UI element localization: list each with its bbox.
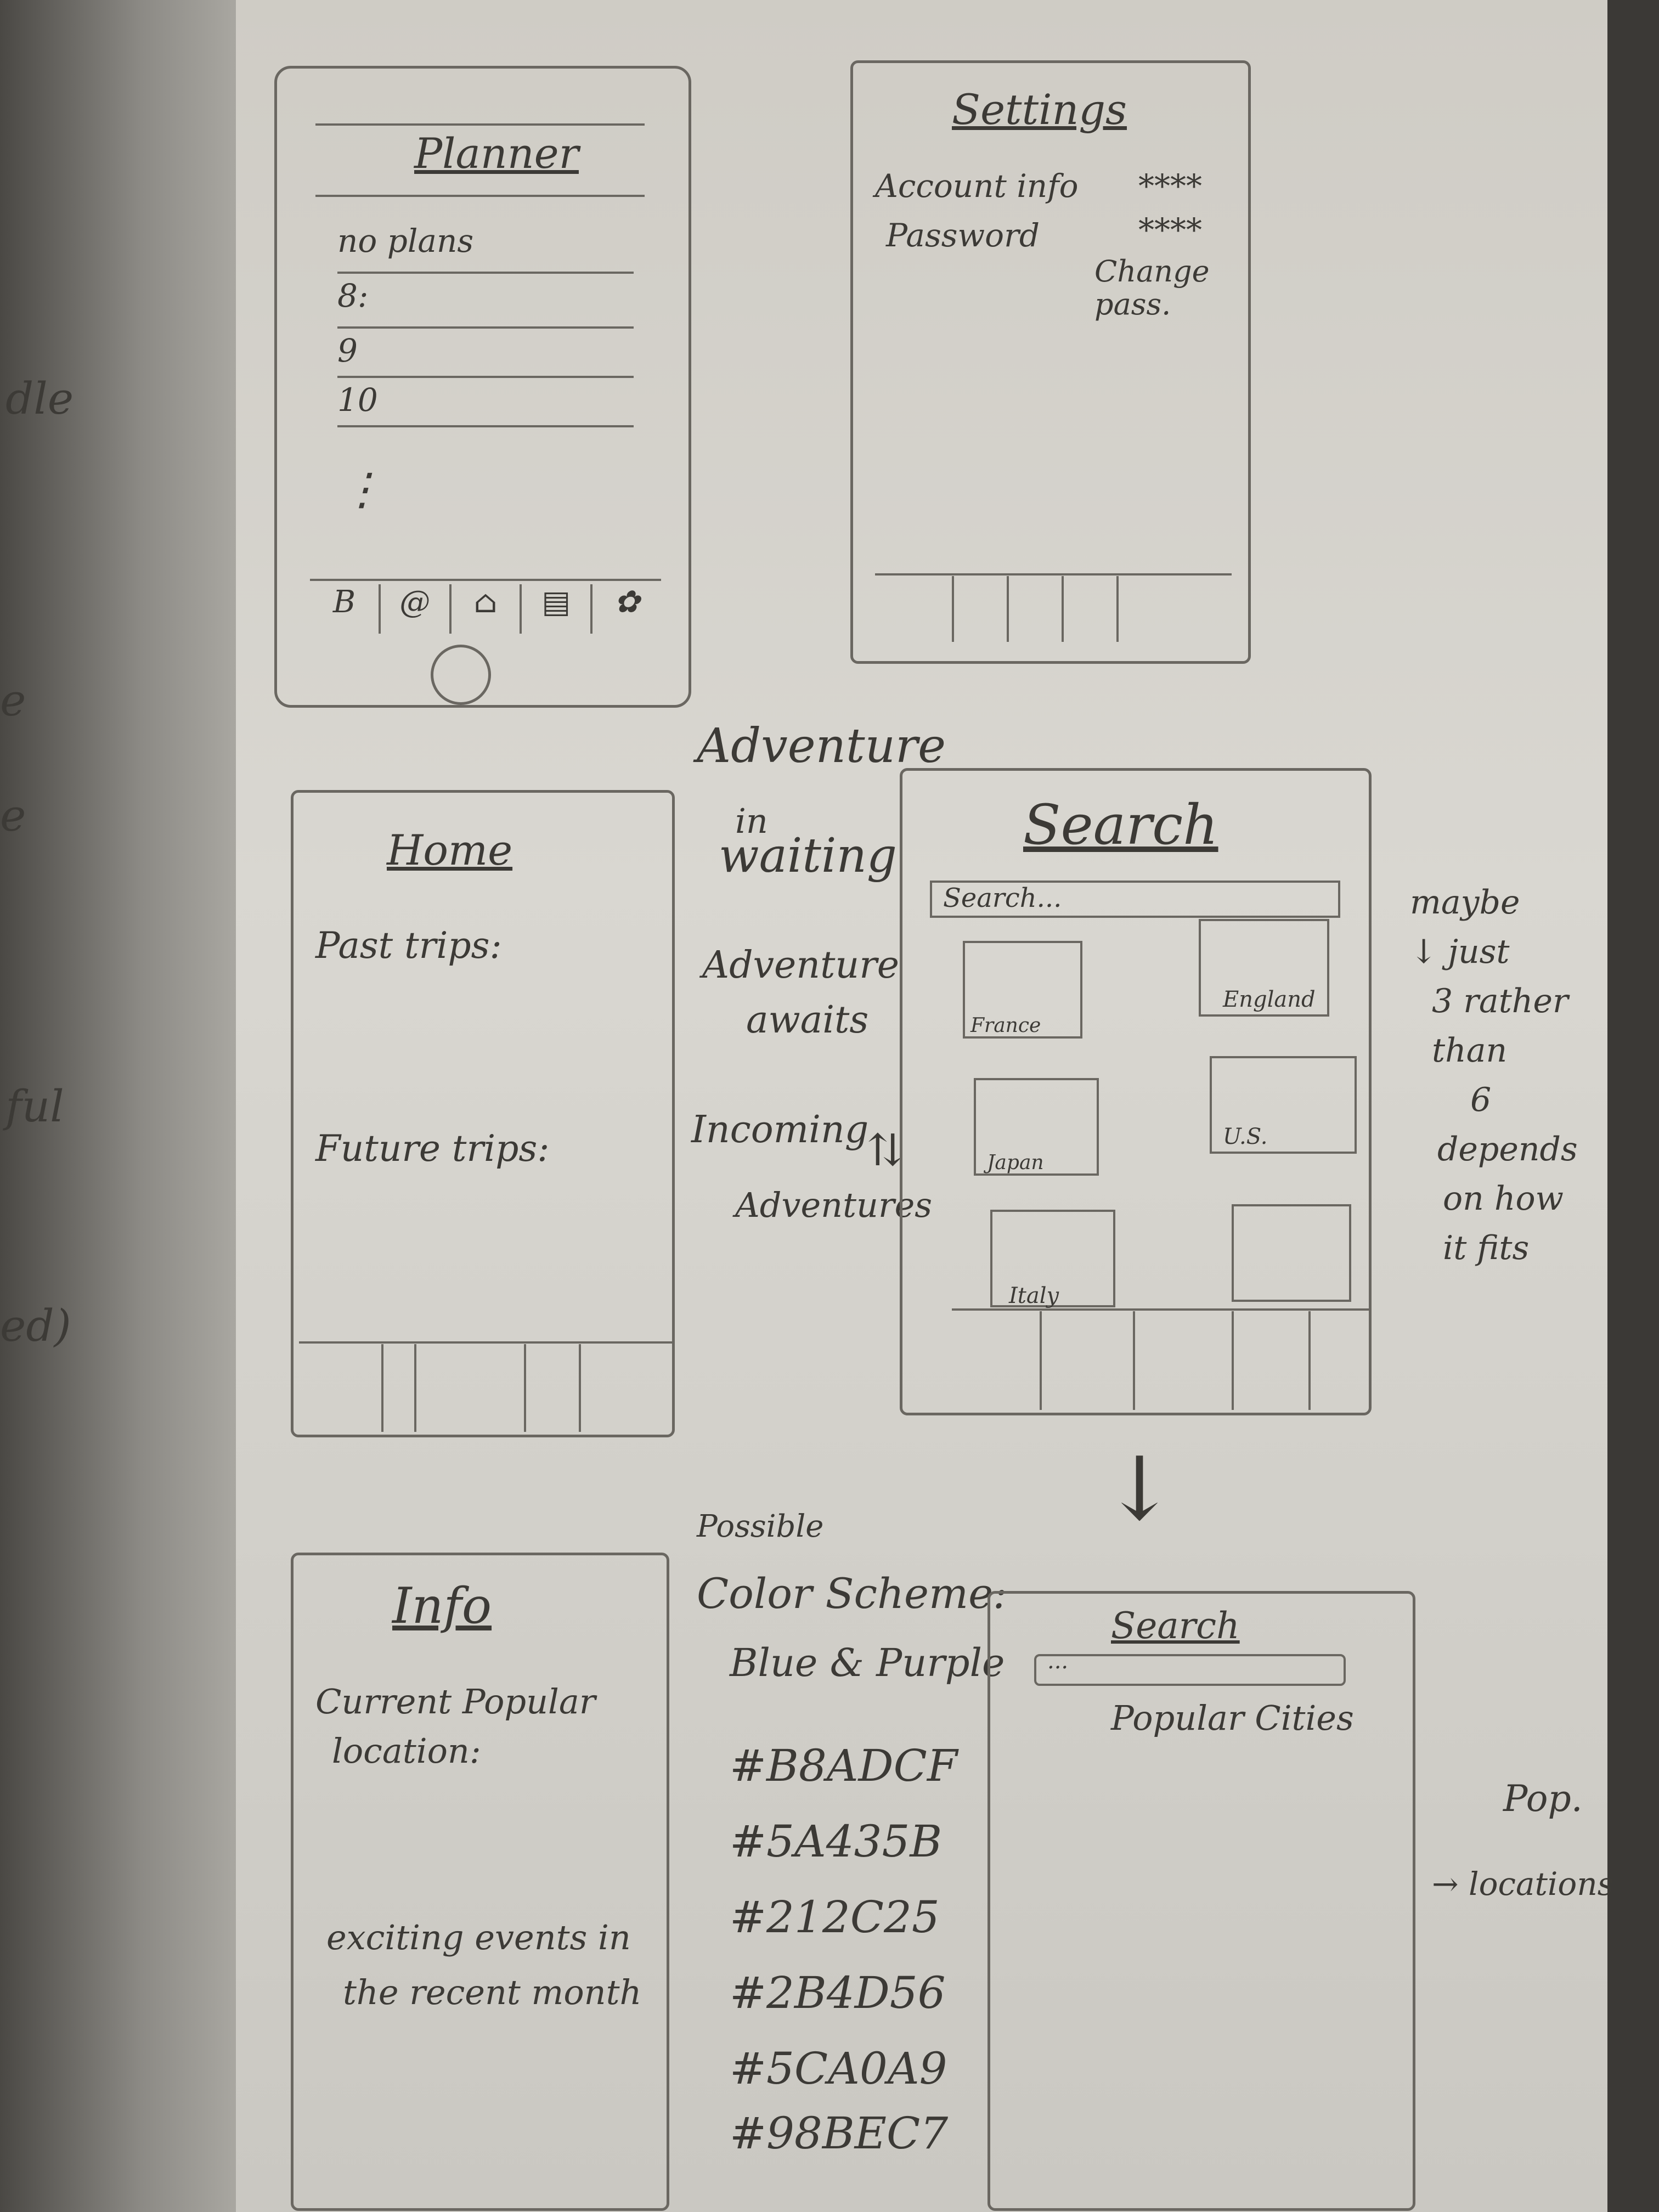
home-button-sketch — [431, 645, 491, 705]
nav-b-icon[interactable]: B — [332, 584, 356, 620]
left-page: dle e e ful ed) — [0, 0, 236, 2212]
down-arrow-icon: ↓ — [1103, 1437, 1177, 1540]
account-label: Account info — [875, 167, 1079, 205]
events-label-2: the recent month — [343, 1972, 642, 2012]
left-fragment: e — [0, 675, 26, 726]
left-fragment: e — [0, 790, 26, 841]
color-code: #98BEC7 — [730, 2108, 949, 2159]
destination-card[interactable]: France — [963, 941, 1082, 1039]
swap-arrows-icon: ⇅ — [867, 1125, 904, 1176]
popular-label: Current Popular — [315, 1681, 596, 1722]
name-option-2b: awaits — [746, 998, 869, 1042]
home-screen-sketch: Home Past trips: Future trips: — [291, 790, 675, 1437]
planner-row: 9 — [337, 332, 358, 369]
name-option-1b: in — [735, 801, 768, 841]
planner-tab-bar: B @ ⌂ ▤ ✿ — [310, 584, 661, 634]
destination-card[interactable]: Italy — [990, 1210, 1115, 1308]
right-page — [236, 0, 1607, 2212]
search2-input[interactable]: ... — [1034, 1649, 1346, 1686]
info-screen-sketch: Info Current Popular location: exciting … — [291, 1553, 669, 2211]
destination-card[interactable] — [1232, 1204, 1351, 1302]
name-option-3: Incoming — [691, 1108, 869, 1152]
change-pass-link[interactable]: Change pass. — [1094, 254, 1210, 321]
color-code: #5A435B — [730, 1816, 943, 1867]
planner-row: 8: — [337, 277, 369, 314]
search-popular-sketch: Search ... Popular Cities — [988, 1591, 1415, 2211]
future-trips-label: Future trips: — [315, 1127, 550, 1170]
search-input[interactable]: Search... — [930, 881, 1340, 918]
nav-calendar-icon[interactable]: ▤ — [520, 584, 590, 634]
color-code-list: #B8ADCF #5A435B #212C25 #2B4D56 #5CA0A9 … — [730, 1728, 957, 2160]
pop-note-2: → locations — [1432, 1865, 1614, 1903]
destination-card[interactable]: Japan — [974, 1078, 1099, 1176]
past-trips-label: Past trips: — [315, 924, 502, 967]
planner-row: no plans — [337, 222, 474, 259]
destination-card[interactable]: England — [1199, 919, 1329, 1017]
color-code: #B8ADCF — [730, 1740, 958, 1791]
search2-title: Search — [1111, 1605, 1240, 1647]
nav-home-icon[interactable]: ⌂ — [449, 584, 520, 634]
home-title: Home — [387, 826, 513, 874]
planner-more-dots: ⋮ — [340, 464, 384, 515]
color-code: #212C25 — [730, 1892, 940, 1943]
palette-heading-2: Color Scheme: — [697, 1569, 1007, 1618]
info-title: Info — [392, 1577, 492, 1635]
left-fragment: ed) — [0, 1300, 71, 1351]
pop-note: Pop. — [1503, 1778, 1583, 1820]
down-arrow-icon: ↓ — [1410, 933, 1448, 971]
search-screen-sketch: Search Search... France England Japan U.… — [900, 768, 1372, 1415]
password-label: Password — [886, 217, 1040, 254]
popular-cities-label: Popular Cities — [1111, 1698, 1354, 1738]
events-label: exciting events in — [326, 1917, 631, 1957]
palette-heading: Possible — [697, 1509, 824, 1544]
nav-at-icon[interactable]: @ — [378, 584, 449, 634]
popular-label-2: location: — [332, 1731, 481, 1771]
planner-phone-sketch: Planner no plans 8: 9 10 ⋮ B @ ⌂ ▤ ✿ — [274, 66, 691, 708]
destination-card[interactable]: U.S. — [1210, 1056, 1357, 1154]
color-code: #2B4D56 — [730, 1967, 946, 2018]
left-fragment: ful — [5, 1081, 64, 1132]
side-note: maybe ↓ just 3 rather than 6 depends on … — [1410, 883, 1578, 1267]
name-option-3b: Adventures — [735, 1185, 933, 1225]
color-code: #5CA0A9 — [730, 2043, 947, 2094]
settings-title: Settings — [952, 85, 1127, 134]
search-title: Search — [1023, 793, 1218, 857]
account-value: **** — [1138, 167, 1202, 205]
planner-row: 10 — [337, 381, 378, 419]
name-option-2: Adventure — [702, 944, 899, 987]
left-fragment: dle — [5, 373, 74, 424]
nav-settings-icon[interactable]: ✿ — [590, 584, 661, 634]
name-option-1c: waiting — [719, 828, 897, 883]
planner-title: Planner — [414, 129, 579, 178]
password-value: **** — [1138, 211, 1202, 249]
settings-screen-sketch: Settings Account info Password **** ****… — [850, 60, 1251, 664]
name-option-1: Adventure — [697, 719, 946, 774]
palette-subtitle: Blue & Purple — [730, 1640, 1005, 1685]
